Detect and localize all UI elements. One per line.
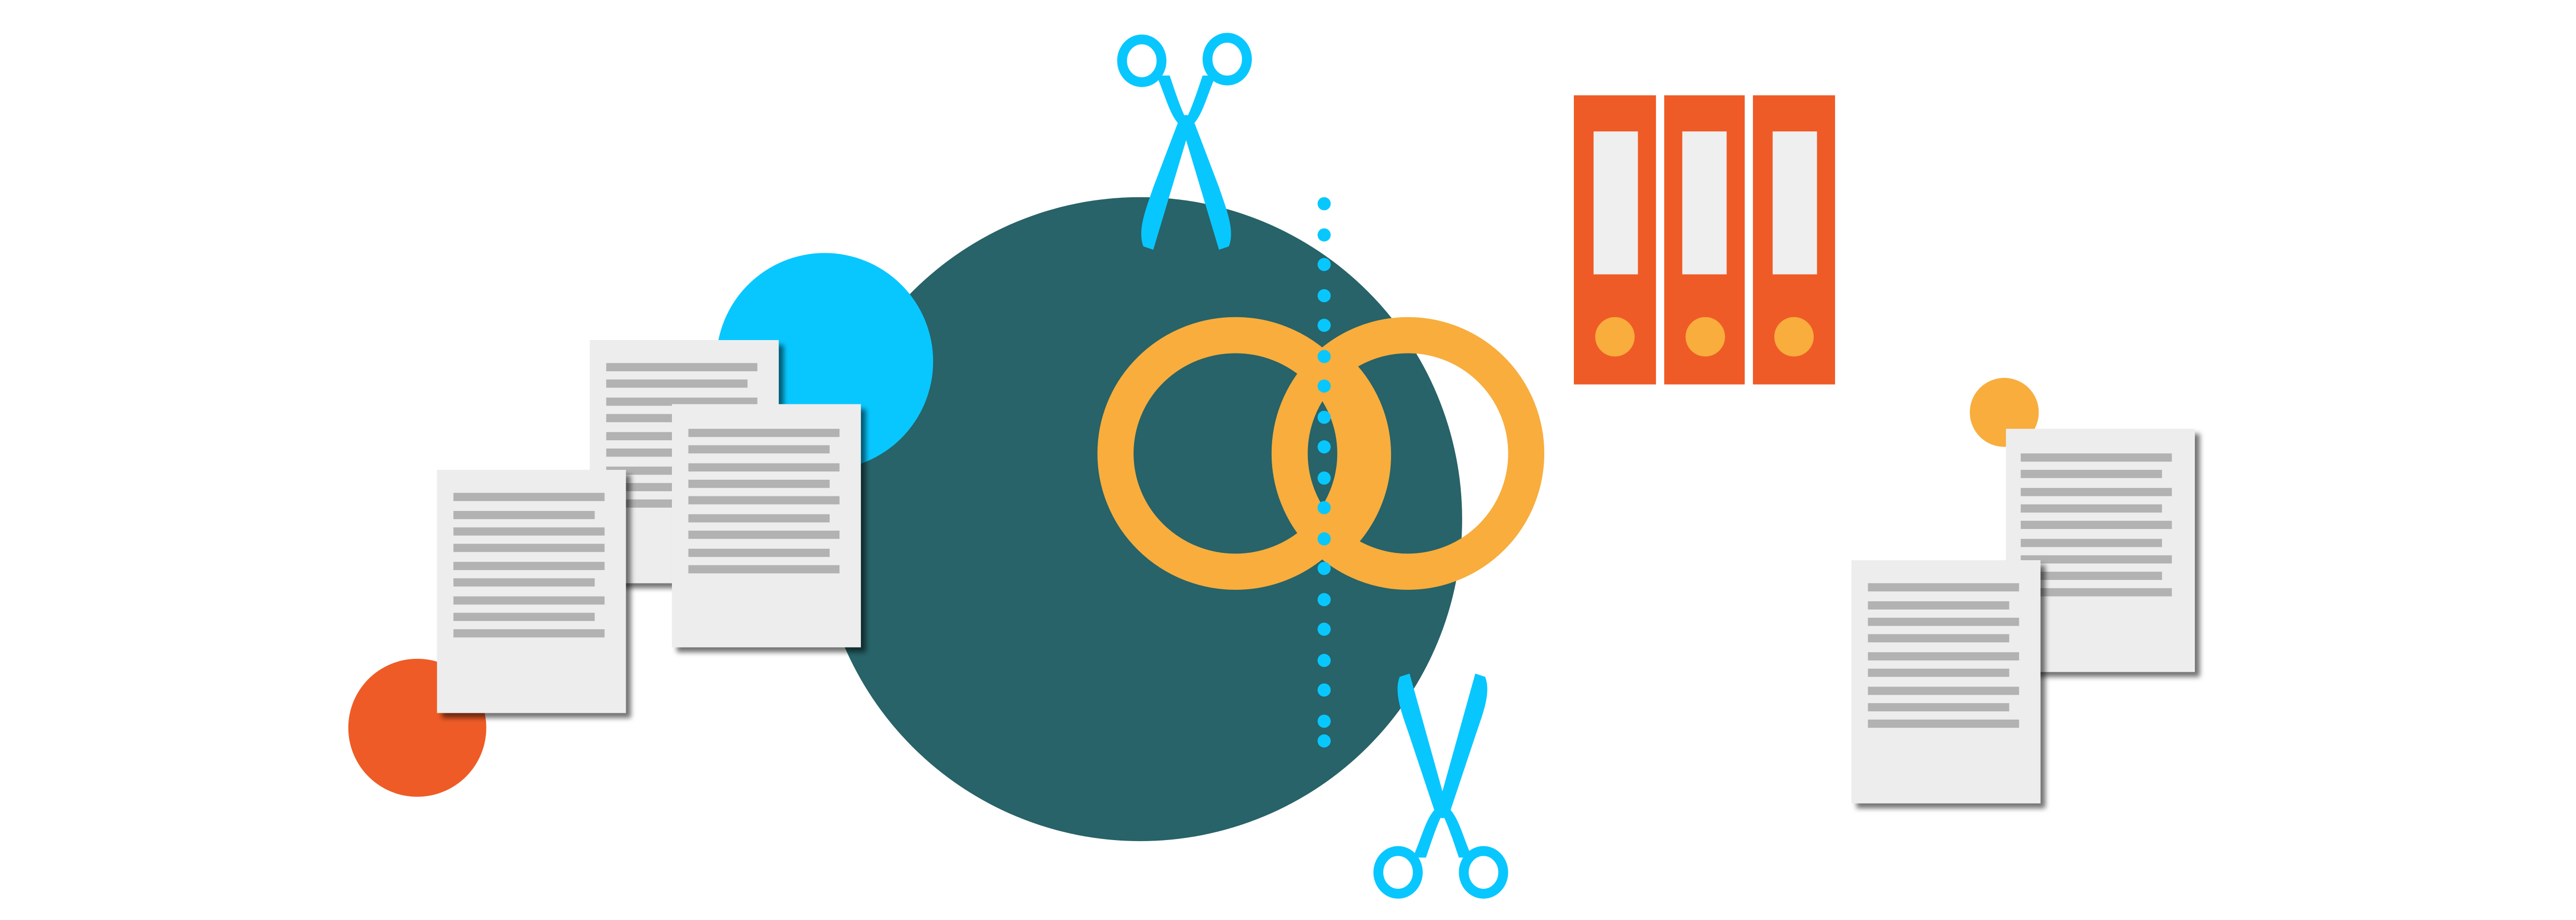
dotted-cut-line	[1317, 197, 1331, 748]
interlocked-rings-icon	[1097, 317, 1545, 590]
scissors-icon	[1373, 673, 1508, 899]
document-icon	[1851, 560, 2041, 804]
binder-folder-icon	[1752, 95, 1836, 385]
scissors-icon	[1117, 33, 1252, 250]
document-icon	[672, 404, 861, 647]
binder-group	[1574, 95, 1836, 385]
document-icon	[437, 469, 626, 713]
binder-folder-icon	[1664, 95, 1745, 385]
ring-overlap-segment	[1318, 350, 1391, 556]
right-document-stack	[1851, 428, 2195, 804]
right-ring	[1271, 317, 1545, 590]
left-document-stack	[437, 340, 861, 713]
binder-folder-icon	[1574, 95, 1656, 385]
